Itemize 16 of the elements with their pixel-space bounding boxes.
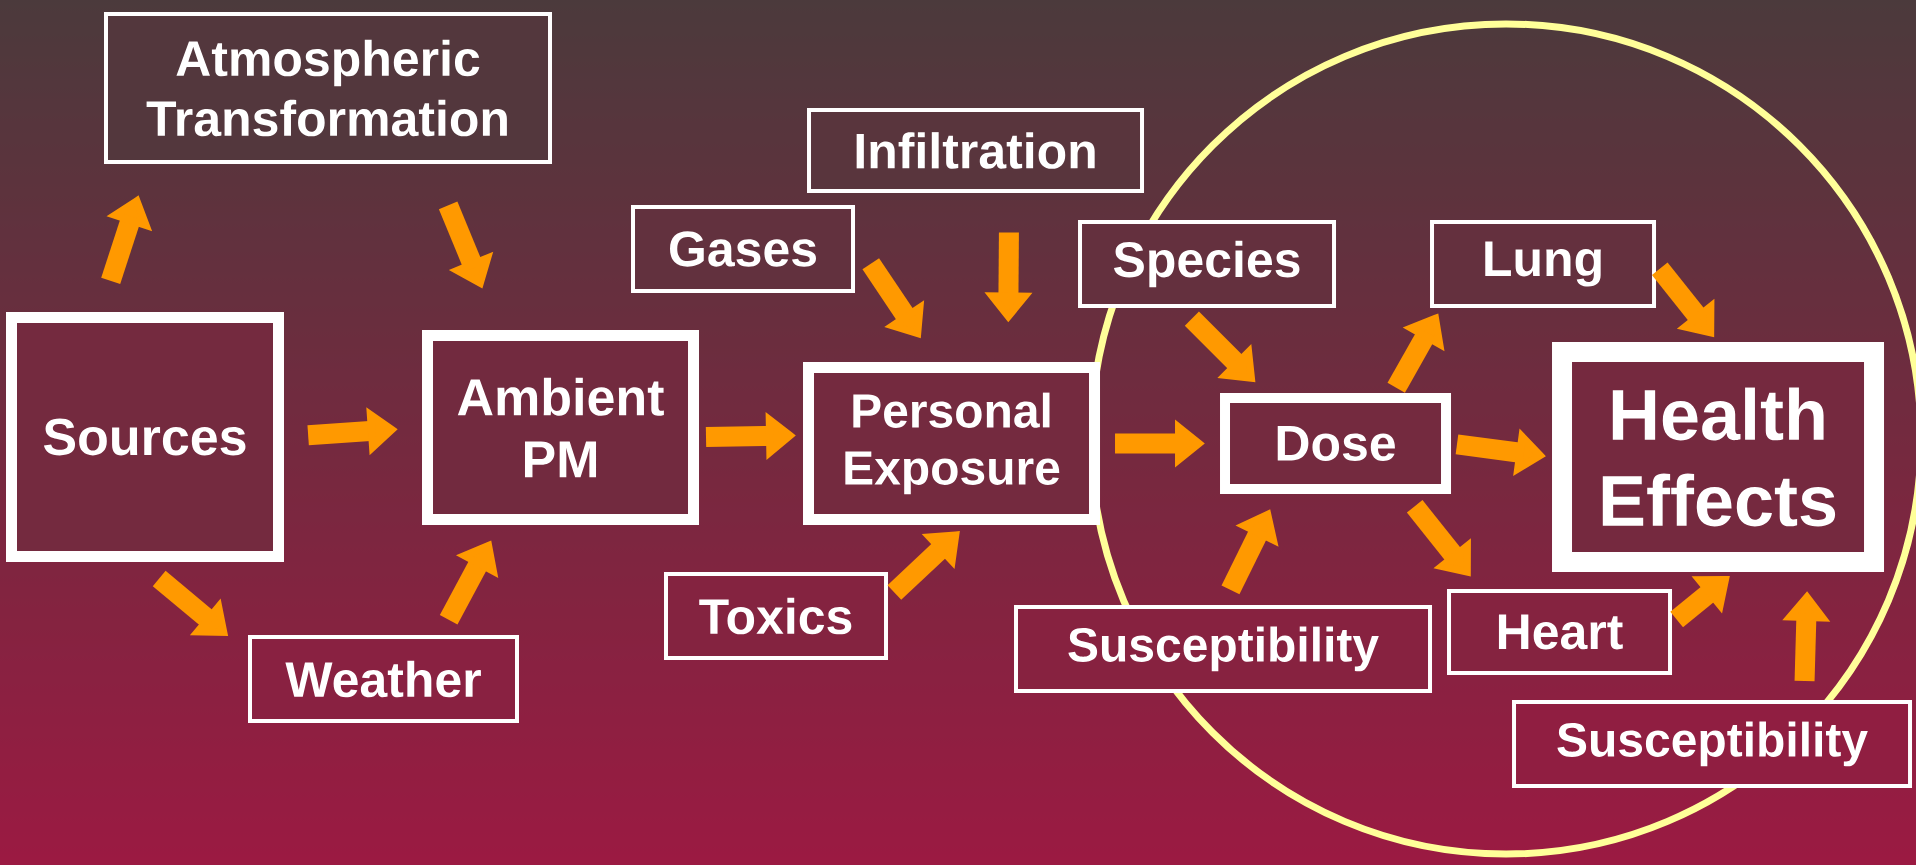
process-box: Susceptibility [1014,605,1432,693]
process-box: Health Effects [1552,342,1884,572]
process-box: Weather [248,635,519,723]
process-box: Heart [1447,589,1672,675]
process-box: Atmospheric Transformation [104,12,552,164]
process-box: Toxics [664,572,888,660]
arrow [887,531,960,600]
process-box: Personal Exposure [803,362,1100,525]
process-box: Dose [1220,393,1451,494]
process-box: Ambient PM [422,330,699,525]
process-box: Susceptibility [1512,700,1913,788]
process-box: Lung [1430,220,1656,308]
process-box: Gases [631,205,855,293]
process-box: Sources [6,312,284,562]
process-box: Species [1078,220,1336,308]
process-box: Infiltration [807,108,1144,193]
